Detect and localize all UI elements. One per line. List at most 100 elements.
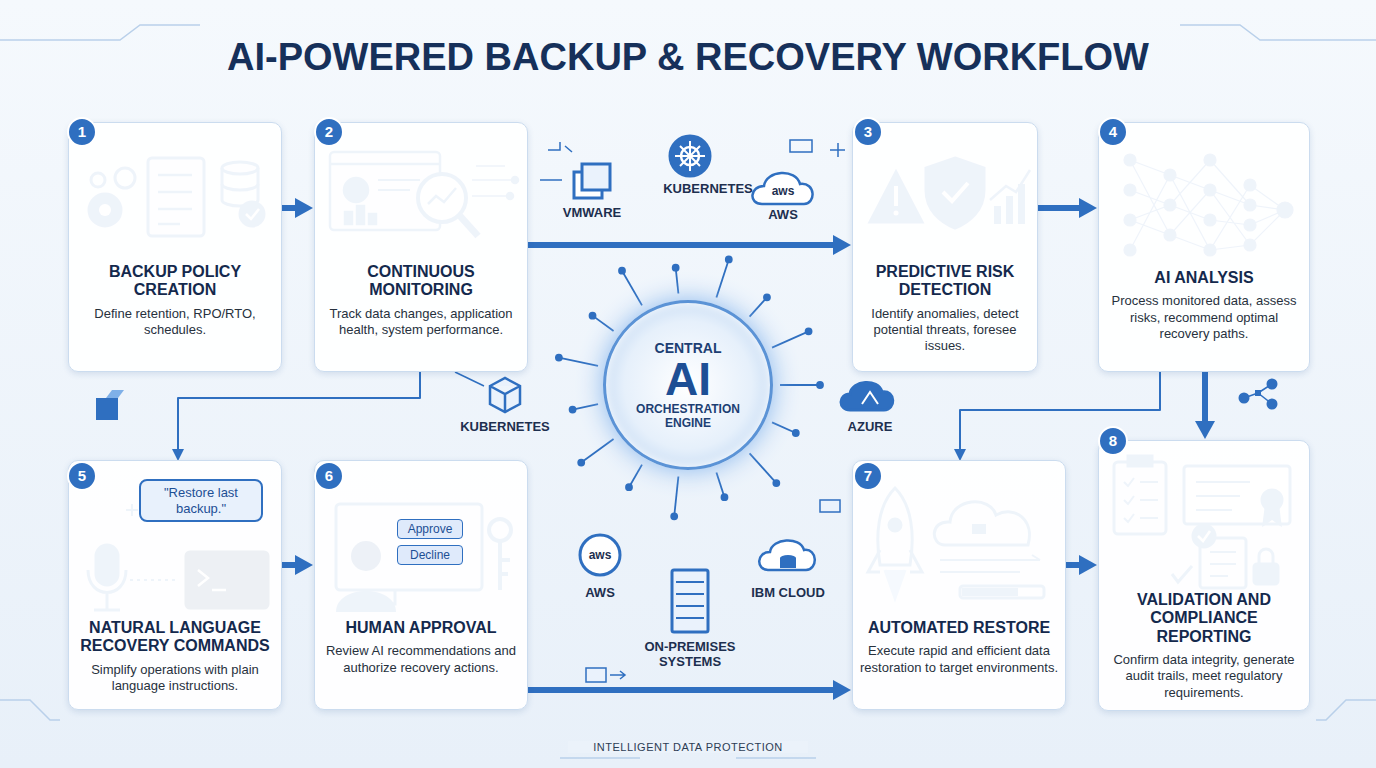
circuit-lines [793,430,799,436]
card-description: Process monitored data, assess risks, re… [1105,293,1303,342]
platform-icons [676,582,704,618]
background-circuit [0,25,200,40]
diagram-title: AI-POWERED BACKUP & RECOVERY WORKFLOW [0,36,1376,79]
circuit-lines [817,382,823,388]
process-card: NATURAL LANGUAGE RECOVERY COMMANDS Simpli… [68,460,282,710]
platform-icons [490,378,520,412]
circuit-lines [750,453,777,483]
card-heading: HUMAN APPROVAL [321,619,521,637]
card-text: PREDICTIVE RISK DETECTION Identify anomal… [859,263,1031,355]
circuit-lines [716,259,728,297]
bubble-text: "Restore last backup." [147,485,255,516]
platform-icons [675,141,705,171]
button-label: Decline [398,548,462,562]
process-card: BACKUP POLICY CREATIONDefine retention, … [68,122,282,372]
flow-arrow [528,687,843,693]
callout-number: 5 [67,461,97,491]
flow-arrow [282,562,305,568]
platform-label: AWS [570,586,630,601]
card-text: AUTOMATED RESTORE Execute rapid and effic… [859,619,1059,676]
circuit-lines [806,328,812,334]
circuit-lines [764,294,770,300]
card-text: AI ANALYSIS Process monitored data, asses… [1105,269,1303,342]
logo-text: aws [580,548,620,562]
card-heading: PREDICTIVE RISK DETECTION [859,263,1031,300]
platform-icons [759,540,815,570]
flow-arrow [1066,562,1089,568]
platform-icons [752,173,812,204]
logo-text: aws [763,184,803,198]
callout-number: 4 [1098,117,1128,147]
platform-label: VMWARE [547,206,637,221]
card-text: CONTINUOUS MONITORINGTrack data changes,… [321,263,521,338]
flow-arrow [528,242,843,248]
callout-number: 1 [67,117,97,147]
card-description: Track data changes, application health, … [321,306,521,339]
card-heading: AUTOMATED RESTORE [859,619,1059,637]
process-card: CONTINUOUS MONITORINGTrack data changes,… [314,122,528,372]
platform-icons [610,671,625,679]
process-card: HUMAN APPROVAL Review AI recommendations … [314,460,528,710]
engine-text: CENTRAL [655,340,722,356]
card-description: Define retention, RPO/RTO, schedules. [75,306,275,339]
card-description: Identify anomalies, detect potential thr… [859,306,1031,355]
platform-icons [790,140,845,157]
background-circuit [0,700,60,720]
platform-icons [580,535,620,575]
platform-label: KUBERNETES [450,420,560,435]
footer-text: INTELLIGENT DATA PROTECTION [568,741,808,753]
callout-number: 6 [314,461,344,491]
callout-number: 3 [853,117,883,147]
card-text: HUMAN APPROVAL Review AI recommendations … [321,619,521,676]
platform-icons [540,179,562,181]
platform-label: KUBERNETES [653,182,763,197]
circuit-lines [671,513,677,519]
platform-icons [1268,380,1276,388]
card-heading: NATURAL LANGUAGE RECOVERY COMMANDS [75,619,275,656]
circuit-lines [556,256,823,519]
circuit-lines [726,256,732,262]
circuit-lines [773,480,779,486]
callout-number: 7 [853,461,883,491]
platform-icons [96,398,118,420]
card-heading: VALIDATION AND COMPLIANCE REPORTING [1105,591,1303,646]
circuit-lines [626,484,632,490]
platform-icons [862,392,878,404]
platform-icons [106,390,124,398]
card-description: Execute rapid and efficient data restora… [859,643,1059,676]
circuit-lines [772,331,809,347]
flow-arrow [1202,372,1208,431]
platform-icons [780,558,796,568]
background-circuit [0,25,1376,758]
circuit-lines [590,313,596,319]
card-description: Review AI recommendations and authorize … [321,643,521,676]
process-card: AUTOMATED RESTORE Execute rapid and effic… [852,460,1066,710]
background-circuit [1316,700,1376,720]
platform-icons [455,372,484,386]
circuit-lines [721,494,727,500]
circuit-lines [673,265,679,271]
circuit-lines [780,384,820,386]
platform-icons [1268,400,1276,408]
engine-circle: CENTRALAIORCHESTRATION ENGINE [603,300,773,470]
platform-icons [582,164,610,190]
circuit-lines [556,355,562,361]
action-button: Approve [397,519,463,539]
flow-arrow [282,205,305,211]
circuit-lines [578,460,584,466]
card-description: Confirm data integrity, generate audit t… [1105,652,1303,701]
platform-icons [841,382,893,410]
card-text: BACKUP POLICY CREATIONDefine retention, … [75,263,275,338]
process-card: PREDICTIVE RISK DETECTION Identify anomal… [852,122,1038,372]
flow-arrow [1038,205,1089,211]
engine-text: AI [665,356,711,402]
callout-number: 8 [1098,426,1128,456]
card-heading: AI ANALYSIS [1105,269,1303,287]
circuit-lines [570,407,576,413]
platform-icons [548,142,572,152]
platform-label: AWS [753,208,813,223]
circuit-lines [581,439,613,463]
card-description: Simplify operations with plain language … [75,662,275,695]
platform-icons [820,500,840,512]
